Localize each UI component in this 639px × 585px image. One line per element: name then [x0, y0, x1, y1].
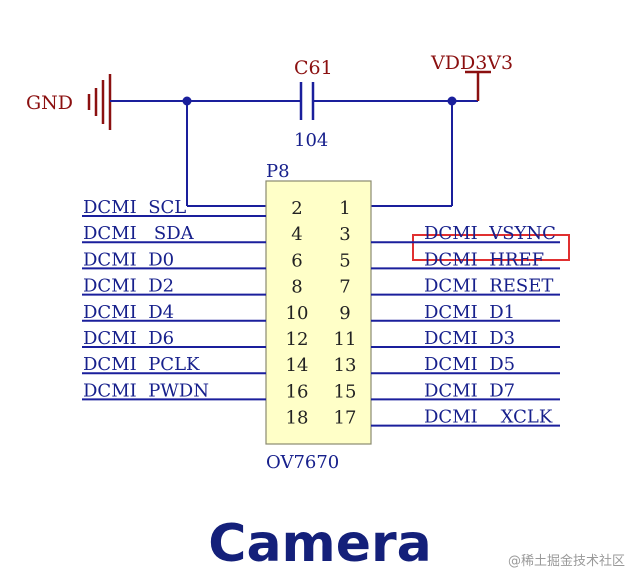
caption: Camera: [208, 514, 431, 574]
pin-number-left: 8: [291, 277, 302, 298]
connector-ref: P8: [266, 161, 290, 182]
pin-number-right: 1: [339, 198, 350, 219]
net-label-right: DCMI D3: [424, 328, 515, 349]
junction-dot: [182, 96, 192, 106]
vdd-symbol: [465, 70, 491, 101]
net-label-right: DCMI D7: [424, 380, 515, 401]
pin-number-right: 17: [334, 408, 357, 429]
connector-body: [265, 180, 372, 445]
pin-number-right: 9: [339, 303, 350, 324]
pin-number-right: 7: [339, 277, 350, 298]
pin-number-right: 13: [334, 355, 357, 376]
pin-number-left: 18: [286, 408, 309, 429]
pin-rows: 2 1 DCMI SCL 4 3 DCMI SDA DCMI VSYNC 6 5 DCMI D0 D…: [82, 197, 560, 429]
capacitor-value: 104: [294, 130, 328, 151]
power-wires: [110, 100, 478, 207]
highlight-box: [412, 234, 570, 261]
net-label-right: DCMI XCLK: [424, 407, 553, 428]
vdd-label: VDD3V3: [430, 52, 513, 74]
net-label-left: DCMI SCL: [83, 197, 186, 218]
pin-number-left: 6: [291, 250, 302, 271]
net-label-right: DCMI VSYNC: [424, 223, 556, 244]
pin-number-right: 11: [334, 329, 357, 350]
net-label-left: DCMI D6: [83, 328, 174, 349]
pin-number-left: 2: [291, 198, 302, 219]
net-label-left: DCMI PWDN: [83, 380, 209, 401]
pin-number-left: 16: [286, 381, 309, 402]
junction-dot: [447, 96, 457, 106]
pin-number-right: 3: [339, 224, 350, 245]
net-label-left: DCMI D2: [83, 276, 174, 297]
gnd-symbol: [87, 74, 112, 130]
net-label-left: DCMI D0: [83, 249, 174, 270]
net-label-right: DCMI RESET: [424, 276, 553, 297]
pin-number-right: 15: [334, 381, 357, 402]
net-label-right: DCMI D5: [424, 354, 515, 375]
pin-number-left: 4: [291, 224, 302, 245]
gnd-label: GND: [26, 92, 73, 114]
capacitor-symbol: [299, 82, 315, 120]
pin-number-right: 5: [339, 250, 350, 271]
capacitor-ref: C61: [294, 57, 333, 79]
net-label-right: DCMI D1: [424, 302, 515, 323]
pin-number-left: 10: [286, 303, 309, 324]
net-label-left: DCMI D4: [83, 302, 174, 323]
pin-number-left: 12: [286, 329, 309, 350]
net-label-left: DCMI PCLK: [83, 354, 200, 375]
net-label-right: DCMI HREF: [424, 249, 544, 270]
net-label-left: DCMI SDA: [83, 223, 195, 244]
connector-part: OV7670: [266, 452, 339, 473]
watermark: @稀土掘金技术社区: [508, 553, 625, 569]
pin-number-left: 14: [286, 355, 309, 376]
